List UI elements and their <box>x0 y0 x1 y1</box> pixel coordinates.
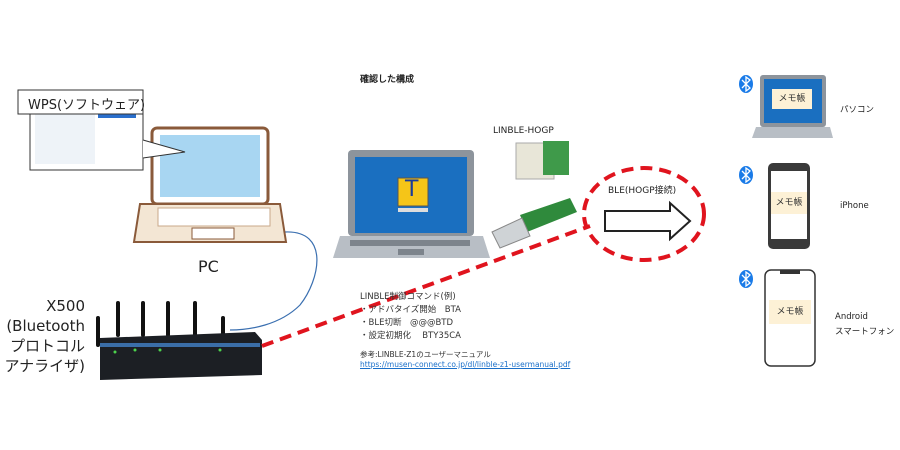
command-heading: LINBLE制御コマンド(例) <box>360 292 456 302</box>
arrow-right-icon <box>604 200 692 242</box>
usb-cable <box>229 231 318 331</box>
manual-link[interactable]: https://musen-connect.co.jp/dl/linble-z1… <box>360 360 571 369</box>
command-item: ・設定初期化 BTY35CA <box>360 331 461 341</box>
wps-callout <box>17 89 186 171</box>
linble-module-icon <box>515 141 569 180</box>
command-list: LINBLE制御コマンド(例) ・アドバタイズ開始 BTA ・BLE切断 @@@… <box>360 291 461 343</box>
memo-app: メモ帳 <box>769 300 811 324</box>
device-label-iphone: iPhone <box>840 201 869 211</box>
analyzer-label: X500 (Bluetooth プロトコル アナライザ) <box>4 296 85 376</box>
ble-label: BLE(HOGP接続) <box>608 186 677 196</box>
memo-app: メモ帳 <box>771 192 807 214</box>
device-label-pc: パソコン <box>840 105 875 115</box>
wireless-link-dash <box>261 224 591 348</box>
device-label-android: Android <box>835 312 868 322</box>
wps-callout-label: WPS(ソフトウェア) <box>28 98 146 113</box>
reference-text: 参考:LINBLE-Z1のユーザーマニュアル <box>360 350 491 359</box>
section-title: 確認した構成 <box>360 75 415 85</box>
command-item: ・アドバタイズ開始 BTA <box>360 305 461 315</box>
x500-analyzer-icon <box>96 301 262 380</box>
t-app-icon: T <box>405 177 419 202</box>
pc-label: PC <box>198 257 219 276</box>
ble-highlight-ellipse <box>582 166 706 262</box>
analyzer-line: X500 <box>46 297 85 315</box>
bluetooth-icon <box>739 75 753 288</box>
command-item: ・BLE切断 @@@BTD <box>360 318 454 328</box>
memo-app: メモ帳 <box>772 89 812 109</box>
module-label: LINBLE-HOGP <box>493 126 554 136</box>
center-laptop-icon <box>333 150 490 258</box>
device-label-android-sub: スマートフォン <box>835 327 895 337</box>
analyzer-line: (Bluetooth <box>6 317 85 335</box>
pc-laptop-icon <box>132 126 288 243</box>
analyzer-line: プロトコル <box>9 337 85 355</box>
analyzer-line: アナライザ) <box>4 357 85 375</box>
usb-dongle-icon <box>491 198 577 249</box>
